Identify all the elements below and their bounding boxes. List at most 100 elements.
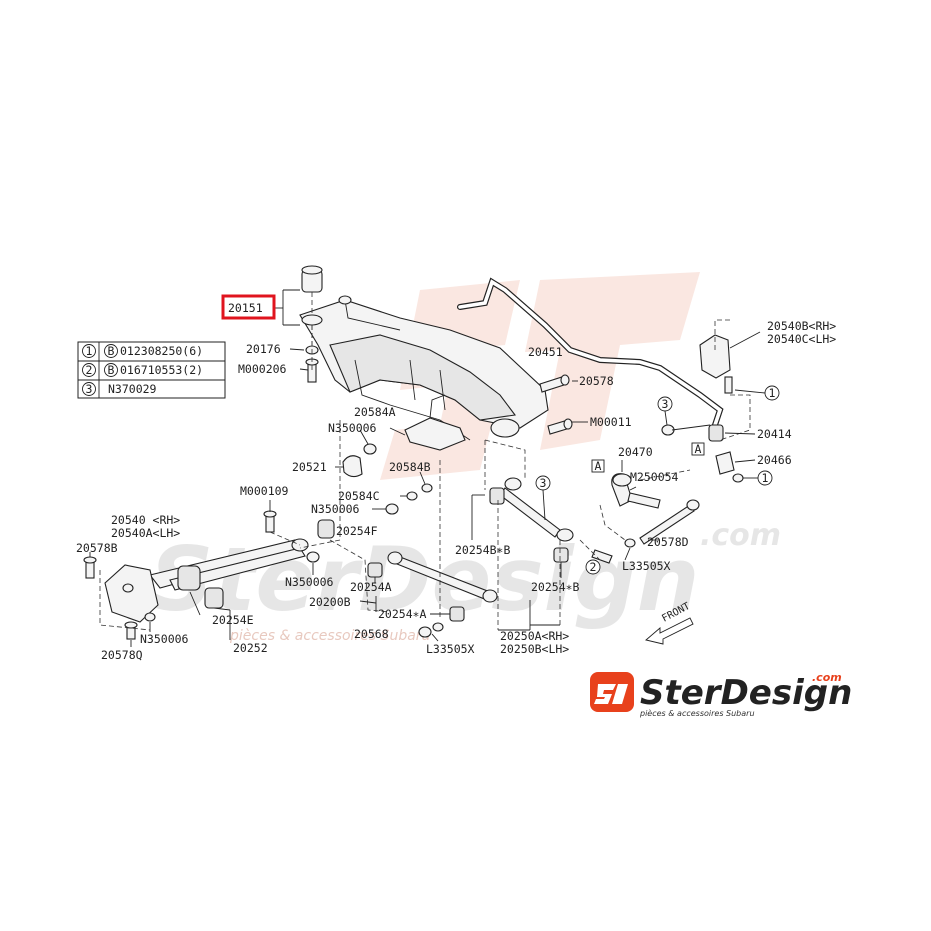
label-M250054[interactable]: M250054: [630, 470, 679, 484]
bushing-20254B-star-B[interactable]: [489, 487, 505, 505]
svg-text:3: 3: [662, 397, 669, 411]
label-L33505X-b[interactable]: L33505X: [622, 559, 671, 573]
svg-text:2: 2: [590, 560, 597, 574]
bushing-20254-star-A[interactable]: [449, 606, 465, 622]
assembly-lines: [99, 319, 751, 631]
end-link-3[interactable]: [661, 424, 711, 436]
label-20466[interactable]: 20466: [757, 453, 792, 467]
label-20578B[interactable]: 20578B: [76, 541, 118, 555]
bolt-M250054[interactable]: [627, 492, 661, 509]
bushing-20254A[interactable]: [367, 562, 383, 578]
ref-box-A-2: A: [691, 442, 705, 456]
label-20584A[interactable]: 20584A: [354, 405, 396, 419]
label-N350006-c[interactable]: N350006: [285, 575, 334, 589]
nut-20584B[interactable]: [421, 483, 433, 493]
brand-logo[interactable]: SterDesign .com pièces & accessoires Sub…: [590, 671, 852, 718]
logo-j-glyph: [612, 684, 628, 704]
bracket-20540B[interactable]: [699, 334, 733, 394]
trailing-link-20252[interactable]: [149, 538, 309, 609]
stabilizer-bar-20451[interactable]: [457, 277, 724, 428]
label-N350006-a[interactable]: N350006: [328, 421, 377, 435]
callout-2: 2: [585, 559, 601, 575]
label-20254B-star-B[interactable]: 20254B∗B: [455, 543, 510, 557]
bracket-20540[interactable]: [104, 564, 159, 623]
label-20151[interactable]: 20151: [228, 301, 263, 315]
label-20254A[interactable]: 20254A: [350, 580, 392, 594]
label-20540-rh[interactable]: 20540 <RH>: [111, 513, 180, 527]
bushing-20414[interactable]: [708, 424, 724, 442]
label-20250B[interactable]: 20250B<LH>: [500, 642, 569, 656]
washer-L33505X-b[interactable]: [624, 538, 636, 548]
lateral-link-20250[interactable]: [387, 551, 498, 603]
nut-N350006-b[interactable]: [385, 503, 399, 515]
label-20250A[interactable]: 20250A<RH>: [500, 629, 569, 643]
washer-20584C[interactable]: [406, 491, 418, 501]
bolt-20578B[interactable]: [83, 556, 97, 579]
svg-text:1: 1: [769, 386, 776, 400]
label-L33505X-a[interactable]: L33505X: [426, 642, 475, 656]
watermark-tagline: pièces & accessoires Subaru: [229, 628, 431, 644]
label-20540A-lh[interactable]: 20540A<LH>: [111, 526, 180, 540]
callout-3-a: 3: [657, 396, 673, 426]
svg-text:3: 3: [540, 476, 547, 490]
label-20578[interactable]: 20578: [579, 374, 614, 388]
svg-text:A: A: [695, 442, 702, 456]
logo-mark: [590, 672, 634, 712]
bolt-M000109[interactable]: [263, 510, 277, 533]
legend-row-3-part: N370029: [108, 382, 157, 396]
nut-N350006-c[interactable]: [306, 551, 320, 563]
washer-L33505X-a[interactable]: [432, 622, 444, 632]
logo-s-glyph: [594, 684, 616, 704]
clamp-20466[interactable]: [715, 451, 744, 483]
bolt-20578D[interactable]: [639, 499, 700, 545]
legend-row-2-code: B: [108, 363, 115, 377]
label-20568[interactable]: 20568: [354, 627, 389, 641]
label-20254-star-B[interactable]: 20254∗B: [531, 580, 580, 594]
label-M000109[interactable]: M000109: [240, 484, 289, 498]
label-N350006-b[interactable]: N350006: [311, 502, 360, 516]
bushing-20254F[interactable]: [317, 519, 335, 539]
label-20252[interactable]: 20252: [233, 641, 268, 655]
bolt-lower-right[interactable]: [591, 549, 613, 564]
bushing-20151[interactable]: [301, 265, 323, 326]
label-20584C[interactable]: 20584C: [338, 489, 380, 503]
label-20578Q[interactable]: 20578Q: [101, 648, 143, 662]
watermark-com: .com: [700, 518, 781, 553]
bolt-M000206[interactable]: [305, 358, 319, 383]
watermark: SterDesign .com pièces & accessoires Sub…: [150, 272, 781, 644]
nut-20568[interactable]: [418, 626, 432, 638]
label-20540B[interactable]: 20540B<RH>: [767, 319, 836, 333]
label-M00011[interactable]: M00011: [590, 415, 632, 429]
nut-N350006-a[interactable]: [363, 443, 377, 455]
highlight-box-20151: [221, 294, 276, 320]
bolt-M00011[interactable]: [547, 418, 573, 435]
nut-N350006-d[interactable]: [144, 612, 156, 622]
stopper-20521[interactable]: [342, 455, 363, 478]
label-20470[interactable]: 20470: [618, 445, 653, 459]
label-N350006-d[interactable]: N350006: [140, 632, 189, 646]
label-20414[interactable]: 20414: [757, 427, 792, 441]
label-20521[interactable]: 20521: [292, 460, 327, 474]
label-20176[interactable]: 20176: [246, 342, 281, 356]
label-20200B[interactable]: 20200B: [309, 595, 351, 609]
label-20451[interactable]: 20451: [528, 345, 563, 359]
label-20578D[interactable]: 20578D: [647, 535, 689, 549]
lateral-link-upper[interactable]: [499, 477, 574, 542]
legend-row-2-num: 2: [86, 363, 93, 377]
watermark-text: SterDesign: [150, 528, 699, 631]
label-20254E[interactable]: 20254E: [212, 613, 254, 627]
label-20254-star-A[interactable]: 20254∗A: [378, 607, 427, 621]
label-20254F[interactable]: 20254F: [336, 524, 378, 538]
bolt-20578[interactable]: [539, 374, 570, 393]
label-20584B[interactable]: 20584B: [389, 460, 431, 474]
bolt-20578Q[interactable]: [124, 621, 138, 640]
logo-com: .com: [812, 671, 842, 684]
bracket-20584A[interactable]: [404, 394, 466, 451]
legend-row-1-num: 1: [86, 344, 93, 358]
bushing-20254-star-B[interactable]: [553, 547, 569, 563]
label-M000206[interactable]: M000206: [238, 362, 287, 376]
label-20540C[interactable]: 20540C<LH>: [767, 332, 836, 346]
logo-name: SterDesign: [640, 673, 852, 713]
legend-row-2-part: 016710553(2): [120, 363, 203, 377]
